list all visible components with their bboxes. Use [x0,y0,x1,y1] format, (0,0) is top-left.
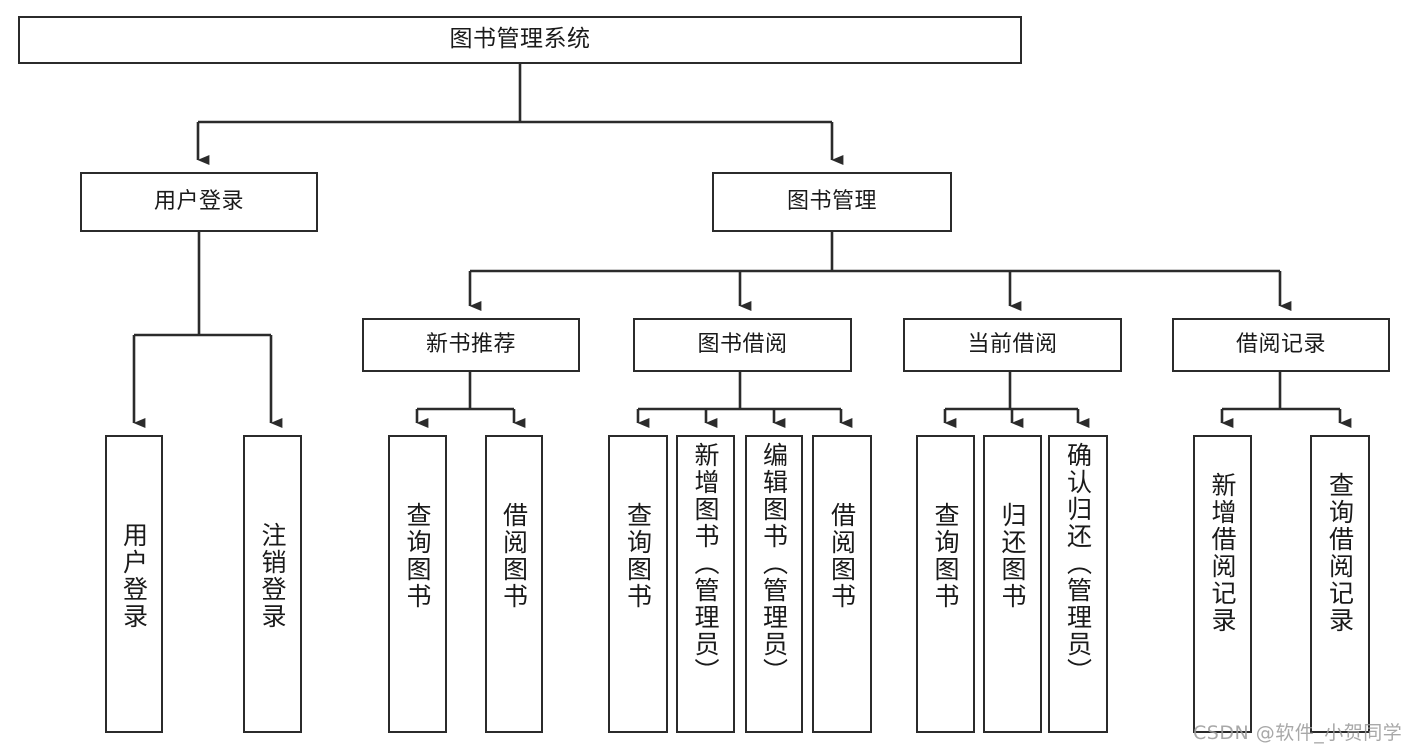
leaf-borrow-book-recommend[interactable]: 借阅图书 [485,435,543,733]
leaf-edit-book-admin[interactable]: 编辑图书（管理员） [745,435,803,733]
node-label: 查询图书 [623,502,653,610]
leaf-logout[interactable]: 注销登录 [243,435,302,733]
node-label: 查询借阅记录 [1325,472,1355,634]
leaf-add-borrow-record[interactable]: 新增借阅记录 [1193,435,1252,733]
node-user-login[interactable]: 用户登录 [80,172,318,232]
node-new-book-recommend[interactable]: 新书推荐 [362,318,580,372]
node-borrow-record[interactable]: 借阅记录 [1172,318,1390,372]
node-label: 图书借阅 [697,331,788,357]
node-current-borrow[interactable]: 当前借阅 [903,318,1122,372]
leaf-query-book-borrow[interactable]: 查询图书 [608,435,668,733]
leaf-query-book-current[interactable]: 查询图书 [916,435,975,733]
node-label: 当前借阅 [967,331,1058,357]
leaf-confirm-return-admin[interactable]: 确认归还（管理员） [1048,435,1108,733]
node-book-management-system[interactable]: 图书管理系统 [18,16,1022,64]
node-label: 确认归还（管理员） [1063,442,1093,685]
node-label: 图书管理系统 [449,26,591,53]
node-label: 新书推荐 [425,331,516,357]
node-book-management[interactable]: 图书管理 [712,172,952,232]
csdn-watermark: CSDN @软件_小贺同学 [1193,722,1403,744]
leaf-borrow-book[interactable]: 借阅图书 [812,435,872,733]
node-label: 用户登录 [119,522,149,630]
node-label: 用户登录 [153,188,244,214]
node-label: 编辑图书（管理员） [759,442,789,685]
leaf-query-borrow-record[interactable]: 查询借阅记录 [1310,435,1370,733]
node-label: 新增图书（管理员） [691,442,720,685]
node-label: 借阅图书 [499,502,529,610]
leaf-user-login[interactable]: 用户登录 [105,435,163,733]
leaf-add-book-admin[interactable]: 新增图书（管理员） [676,435,735,733]
node-label: 借阅图书 [827,502,857,610]
node-label: 查询图书 [931,502,960,610]
node-book-borrow[interactable]: 图书借阅 [633,318,852,372]
node-label: 查询图书 [403,502,432,610]
leaf-query-book-recommend[interactable]: 查询图书 [388,435,447,733]
node-label: 归还图书 [998,502,1027,610]
node-label: 借阅记录 [1235,331,1326,357]
node-label: 注销登录 [258,522,287,630]
leaf-return-book[interactable]: 归还图书 [983,435,1042,733]
node-label: 新增借阅记录 [1208,472,1237,634]
node-label: 图书管理 [786,188,877,214]
